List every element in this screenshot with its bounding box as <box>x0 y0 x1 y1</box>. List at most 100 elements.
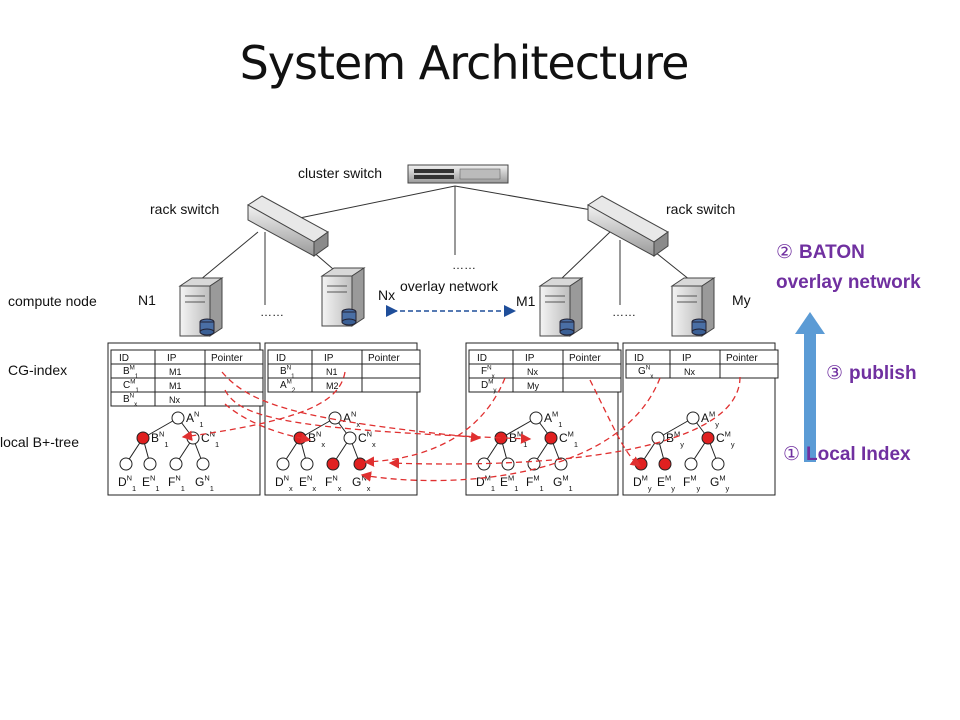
table-cell-id: AM2 <box>280 379 296 395</box>
tree-label: FN1 <box>168 474 185 493</box>
tree-label: BM1 <box>509 430 527 449</box>
rack-switch-left-icon <box>247 195 329 257</box>
publish-text: publish <box>849 363 917 384</box>
tree-node <box>143 457 157 471</box>
tree-label: CMy <box>716 430 735 449</box>
baton-text: BATON <box>799 242 865 263</box>
step-1-marker: ① <box>783 444 801 465</box>
overlay-network-label: overlay network <box>400 278 499 294</box>
node-name-my: My <box>732 292 751 308</box>
tree-node <box>353 457 367 471</box>
compute-node-label: compute node <box>8 293 97 309</box>
tree-label: GN1 <box>195 474 214 493</box>
rack-switch-right-icon <box>587 195 669 257</box>
table-header: Pointer <box>569 353 601 364</box>
tree-node <box>171 411 185 425</box>
step-3-marker: ③ <box>826 363 844 384</box>
tree-node <box>701 431 715 445</box>
pointer-arrow <box>388 376 741 469</box>
tree-node <box>186 431 200 445</box>
tree-label: AM1 <box>544 410 562 429</box>
table-header: Pointer <box>211 353 243 364</box>
tree-label: BN1 <box>151 430 169 449</box>
pointer-arrow <box>224 403 312 444</box>
cg-index-label: CG-index <box>8 362 67 378</box>
ellipsis-top: …… <box>452 258 476 272</box>
tree-label: GM1 <box>553 474 573 493</box>
tree-label: DM1 <box>476 474 495 493</box>
table-header: IP <box>324 353 334 364</box>
table-cell-ip: M2 <box>326 381 339 391</box>
table-cell-id: BNx <box>123 393 138 409</box>
tree-node <box>529 411 543 425</box>
tree-label: EMy <box>657 474 675 493</box>
table-cell-ip: N1 <box>326 367 338 377</box>
slide-title: System Architecture <box>239 36 690 90</box>
rack-switch-left-label: rack switch <box>150 201 219 217</box>
table-header: Pointer <box>368 353 400 364</box>
cluster-switch-icon <box>407 164 509 184</box>
tree-label: EM1 <box>500 474 518 493</box>
node-name-n1: N1 <box>138 292 156 308</box>
rack-switch-right-label: rack switch <box>666 201 735 217</box>
tree-node <box>658 457 672 471</box>
pointer-arrows <box>181 371 741 482</box>
node-name-nx: Nx <box>378 287 395 303</box>
table-cell-ip: M1 <box>169 381 182 391</box>
table-header: IP <box>525 353 535 364</box>
tree-label: ANx <box>343 410 360 429</box>
table-header: ID <box>276 353 286 364</box>
tree-label: BMy <box>666 430 684 449</box>
pointer-arrow <box>589 379 642 467</box>
tree-node <box>300 457 314 471</box>
table-cell-id: BN1 <box>280 365 295 381</box>
tree-node <box>554 457 568 471</box>
tree-node <box>326 457 340 471</box>
tree-node <box>544 431 558 445</box>
tree-label: FMy <box>683 474 701 493</box>
tree-label: AMy <box>701 410 719 429</box>
tree-node <box>501 457 515 471</box>
table-cell-id: DMy <box>481 379 497 395</box>
tree-label: AN1 <box>186 410 204 429</box>
overlay-network-text: overlay network <box>776 272 921 293</box>
table-header: Pointer <box>726 353 758 364</box>
server-icon <box>320 267 366 327</box>
ellipsis-right: …… <box>612 305 636 319</box>
table-cell-id: FNx <box>481 365 496 381</box>
table-cell-ip: M1 <box>169 367 182 377</box>
table-header: IP <box>167 353 177 364</box>
tree-node <box>343 431 357 445</box>
table-cell-ip: Nx <box>169 395 180 405</box>
local-btree-label: local B+-tree <box>0 434 79 450</box>
server-icon <box>670 277 716 337</box>
table-cell-id: GNx <box>638 365 654 381</box>
tree-node <box>276 457 290 471</box>
pointer-arrow <box>181 371 346 441</box>
table-cell-id: CM1 <box>123 379 139 395</box>
pointer-arrow <box>360 377 661 482</box>
tree-label: GNx <box>352 474 371 493</box>
table-cell-id: BM1 <box>123 365 139 381</box>
tree-node <box>136 431 150 445</box>
table-header: IP <box>682 353 692 364</box>
tree-label: GMy <box>710 474 730 493</box>
tree-label: DMy <box>633 474 652 493</box>
table-cell-ip: Nx <box>527 367 538 377</box>
pointer-arrow <box>221 371 482 443</box>
tree-label: DNx <box>275 474 293 493</box>
